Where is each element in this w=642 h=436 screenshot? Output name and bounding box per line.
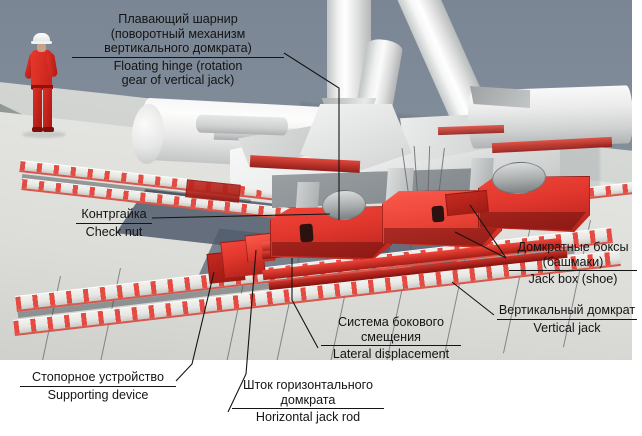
label-lateral-displacement-en: Lateral displacement <box>332 347 450 362</box>
label-jack-box: Домкратные боксы (башмаки) Jack box (sho… <box>509 240 637 287</box>
label-jack-box-en: Jack box (shoe) <box>528 272 618 287</box>
label-floating-hinge-en: Floating hinge (rotation gear of vertica… <box>113 58 243 88</box>
jack-box-left-port <box>299 223 314 243</box>
label-horizontal-jack-rod-en: Horizontal jack rod <box>255 410 361 425</box>
jack-box-left-shade <box>272 242 388 258</box>
right-tube-notch <box>470 86 530 108</box>
label-vertical-jack: Вертикальный домкрат Vertical jack <box>497 303 637 335</box>
worker-leg-right <box>43 88 52 128</box>
label-rule <box>232 408 384 410</box>
label-floating-hinge: Плавающий шарнир (поворотный механизм ве… <box>72 12 284 88</box>
label-lateral-displacement: Система бокового смещения Lateral displa… <box>321 315 461 362</box>
worker-belt <box>31 85 53 89</box>
label-rule <box>509 270 637 272</box>
worker-boot-right <box>43 127 54 132</box>
jack-box-center-port <box>431 205 445 223</box>
left-tube-stub <box>195 114 289 136</box>
label-supporting-device-en: Supporting device <box>47 387 149 402</box>
label-vertical-jack-ru: Вертикальный домкрат <box>498 303 636 317</box>
label-rule <box>76 222 152 224</box>
label-rule <box>321 345 461 347</box>
label-check-nut-ru: Контргайка <box>81 207 147 221</box>
label-rule <box>20 385 176 387</box>
label-vertical-jack-en: Vertical jack <box>533 320 601 335</box>
label-check-nut: Контргайка Check nut <box>76 207 152 239</box>
far-jack-fragment <box>444 189 490 217</box>
label-jack-box-ru: Домкратные боксы (башмаки) <box>517 240 629 269</box>
label-supporting-device: Стопорное устройство Supporting device <box>20 370 176 402</box>
jack-box-right-shade <box>480 212 586 230</box>
worker-boot-left <box>32 127 43 132</box>
label-rule <box>72 56 284 58</box>
worker-figure <box>23 33 59 135</box>
worker-shadow <box>22 131 66 138</box>
label-horizontal-jack-rod: Шток горизонтального домкрата Horizontal… <box>232 378 384 425</box>
label-floating-hinge-ru: Плавающий шарнир (поворотный механизм ве… <box>104 12 252 56</box>
worker-helmet <box>33 33 50 42</box>
label-lateral-displacement-ru: Система бокового смещения <box>338 315 444 344</box>
worker-head <box>37 43 46 52</box>
worker-helmet-brim <box>31 41 52 44</box>
label-check-nut-en: Check nut <box>85 224 143 239</box>
worker-leg-left <box>33 88 42 128</box>
label-rule <box>497 318 637 320</box>
jack-box-center-shade <box>384 228 498 246</box>
label-supporting-device-ru: Стопорное устройство <box>32 370 164 384</box>
label-horizontal-jack-rod-ru: Шток горизонтального домкрата <box>243 378 373 407</box>
